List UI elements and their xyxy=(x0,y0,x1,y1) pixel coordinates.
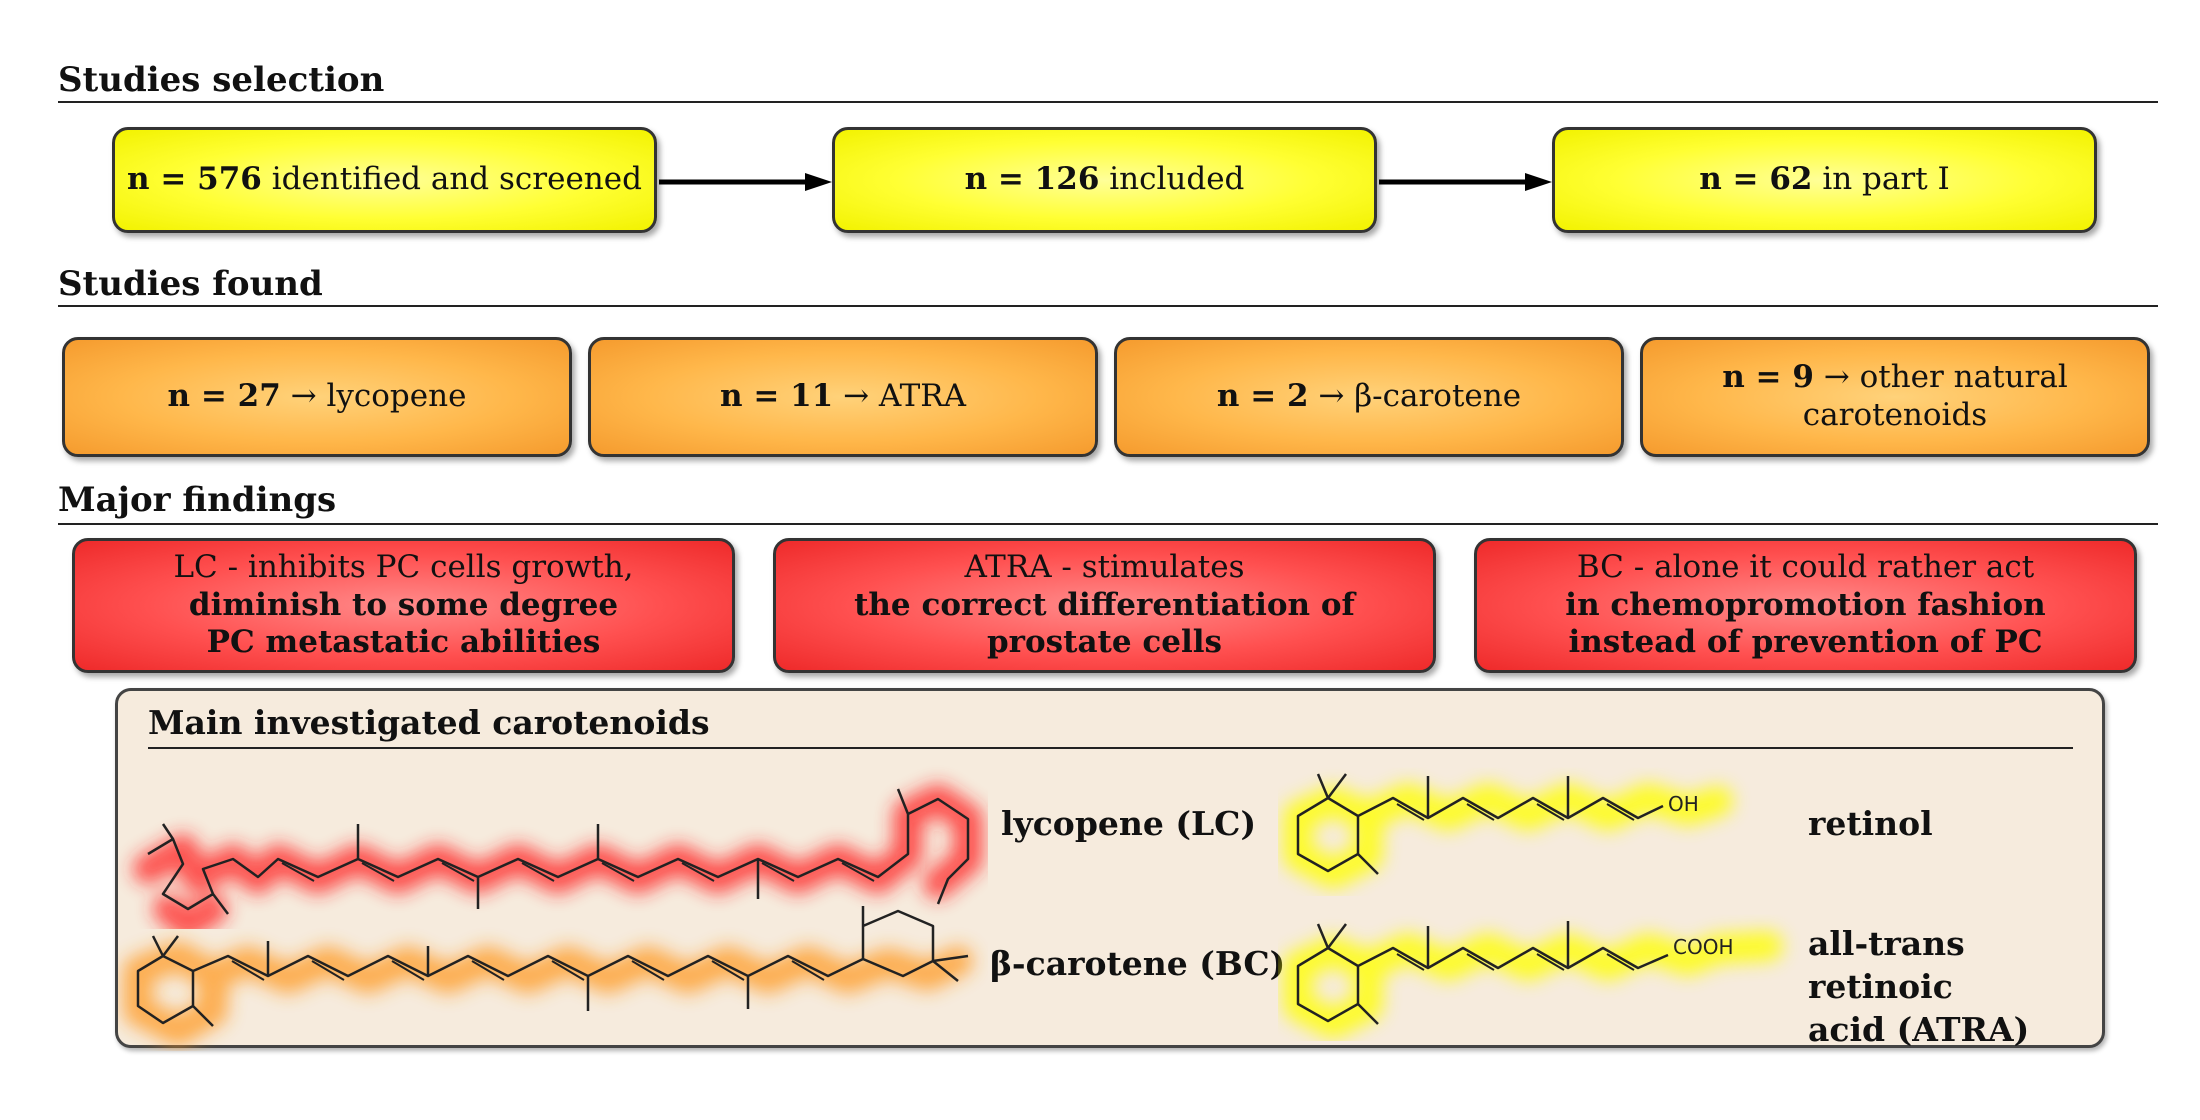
count: n = 2 xyxy=(1216,378,1309,415)
selection-box-identified: n = 576 identified and screened xyxy=(112,127,657,233)
description: in part I xyxy=(1812,161,1950,198)
found-box-other: n = 9 → other natural carotenoids xyxy=(1640,337,2150,457)
section-rule-found xyxy=(58,305,2158,307)
count: n = 126 xyxy=(964,161,1100,198)
finding-box-lycopene: LC - inhibits PC cells growth, diminish … xyxy=(72,538,735,673)
section-title-selection: Studies selection xyxy=(58,60,385,100)
finding-line-bold: instead of prevention of PC xyxy=(1568,624,2043,661)
selection-box-part-one: n = 62 in part I xyxy=(1552,127,2097,233)
finding-box-beta-carotene: BC - alone it could rather act in chemop… xyxy=(1474,538,2137,673)
atra-label-line2: acid (ATRA) xyxy=(1808,1009,2030,1049)
count: n = 11 xyxy=(719,378,834,415)
description: included xyxy=(1099,161,1245,198)
count: n = 27 xyxy=(167,378,281,415)
panel-title: Main investigated carotenoids xyxy=(148,703,710,742)
beta-carotene-structure xyxy=(123,906,973,1046)
finding-line: BC - alone it could rather act xyxy=(1576,548,2035,585)
finding-line-bold: in chemopromotion fashion xyxy=(1565,586,2046,623)
arrow-right-icon xyxy=(659,173,832,191)
section-rule-findings xyxy=(58,523,2158,525)
description: → other natural carotenoids xyxy=(1802,359,2068,433)
cooh-label: COOH xyxy=(1673,935,1734,959)
atra-structure: COOH xyxy=(1283,921,1783,1039)
section-title-findings: Major findings xyxy=(58,480,337,520)
found-box-beta-carotene: n = 2 → β-carotene xyxy=(1114,337,1624,457)
arrow-right-icon xyxy=(1379,173,1552,191)
carotenoid-panel: Main investigated carotenoids lycopene (… xyxy=(115,688,2105,1049)
finding-line-bold: the correct differentiation of prostate … xyxy=(854,586,1355,661)
description: → β-carotene xyxy=(1308,378,1522,415)
finding-box-atra: ATRA - stimulates the correct differenti… xyxy=(773,538,1436,673)
retinol-label: retinol xyxy=(1808,804,1933,843)
count: n = 62 xyxy=(1699,161,1813,198)
finding-line: ATRA - stimulates xyxy=(964,548,1245,585)
section-rule-selection xyxy=(58,101,2158,103)
lycopene-structure xyxy=(133,784,983,929)
oh-label: OH xyxy=(1668,792,1699,816)
retinol-structure: OH xyxy=(1283,773,1733,889)
atra-label-line1: all-trans retinoic xyxy=(1808,924,1965,1006)
selection-box-included: n = 126 included xyxy=(832,127,1377,233)
finding-line: LC - inhibits PC cells growth, xyxy=(173,548,634,585)
description: → lycopene xyxy=(280,378,467,415)
count: n = 9 xyxy=(1722,359,1814,396)
atra-label: all-trans retinoic acid (ATRA) xyxy=(1808,923,2102,1052)
description: → ATRA xyxy=(833,378,967,415)
found-box-atra: n = 11 → ATRA xyxy=(588,337,1098,457)
section-title-found: Studies found xyxy=(58,264,323,304)
finding-line-bold: diminish to some degree xyxy=(188,586,619,623)
lycopene-label: lycopene (LC) xyxy=(1001,804,1257,843)
description: identified and screened xyxy=(261,161,642,198)
finding-line-bold: PC metastatic abilities xyxy=(206,624,601,661)
count: n = 576 xyxy=(127,161,262,198)
found-box-lycopene: n = 27 → lycopene xyxy=(62,337,572,457)
panel-rule xyxy=(148,747,2073,749)
beta-carotene-label: β-carotene (BC) xyxy=(990,944,1286,983)
